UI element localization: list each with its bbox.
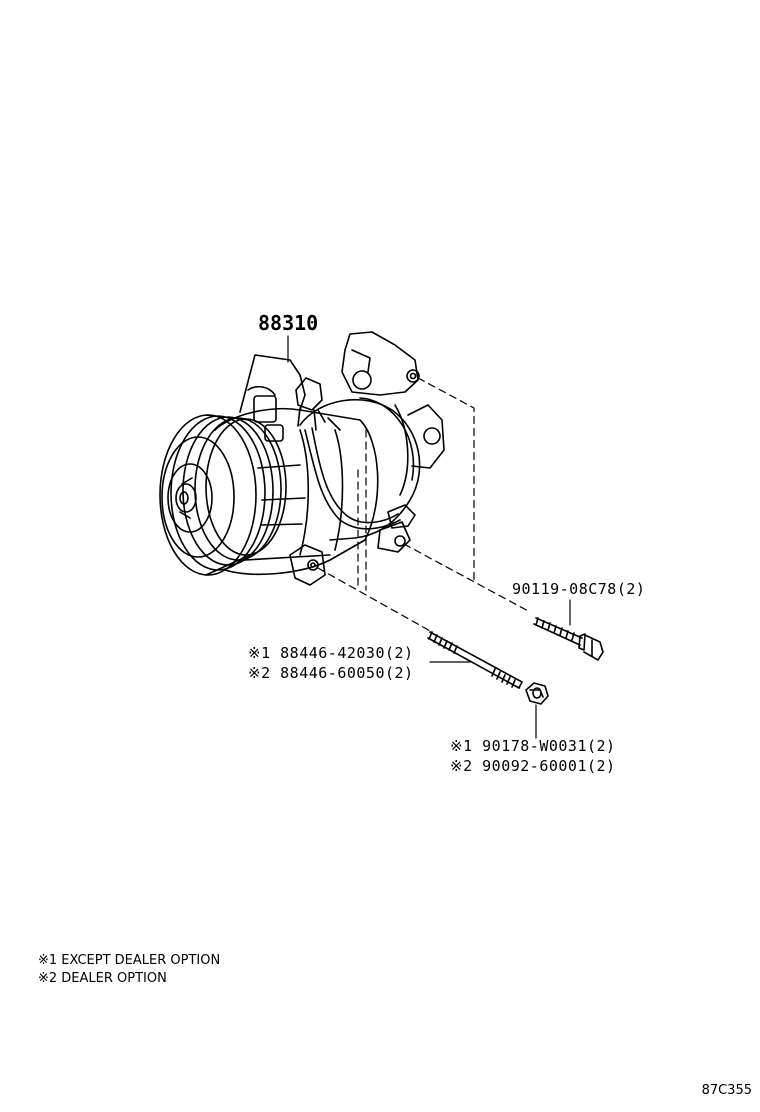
part-label-compressor[interactable]: 88310 — [258, 311, 319, 335]
legend-note-2: ※2 DEALER OPTION — [38, 971, 167, 986]
part-label-nut-1[interactable]: ※1 90178-W0031(2) — [450, 737, 616, 755]
nut-icon — [525, 682, 549, 705]
assembly-lines — [317, 377, 531, 633]
part-label-stud-2[interactable]: ※2 88446-60050(2) — [248, 664, 414, 682]
flange-bolt-icon — [533, 617, 604, 661]
part-label-stud-1[interactable]: ※1 88446-42030(2) — [248, 644, 414, 662]
leader-lines — [287, 335, 571, 739]
part-label-bolt-upper[interactable]: 90119-08C78(2) — [512, 580, 646, 598]
stud-bolt-icon — [427, 631, 523, 689]
ac-compressor-icon — [159, 331, 445, 586]
part-label-nut-2[interactable]: ※2 90092-60001(2) — [450, 757, 616, 775]
diagram-code: 87C355 — [701, 1083, 752, 1098]
legend-note-1: ※1 EXCEPT DEALER OPTION — [38, 953, 221, 968]
